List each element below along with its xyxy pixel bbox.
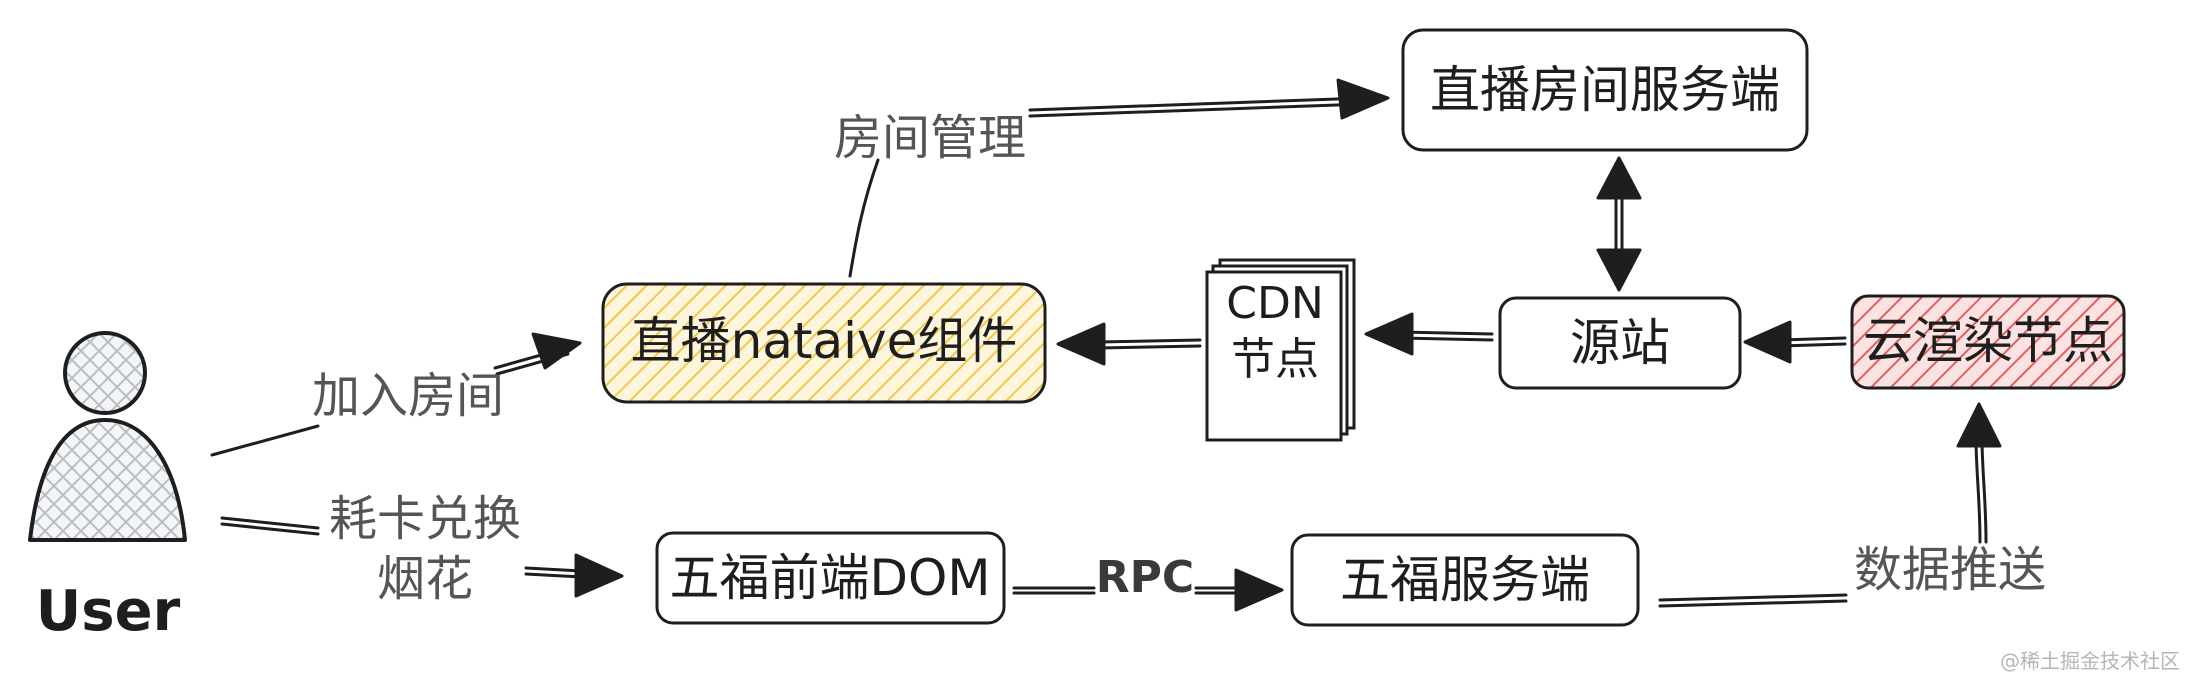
room-management-label: 房间管理 (834, 110, 1026, 166)
wufu-server-node: 五福服务端 (1290, 533, 1640, 627)
wufu-server-label: 五福服务端 (1340, 551, 1590, 609)
exchange-connector (220, 516, 624, 598)
watermark: @稀土掘金技术社区 (2000, 649, 2180, 673)
user-label: User (36, 579, 181, 644)
live-room-server-node: 直播房间服务端 (1401, 28, 1809, 152)
cdn-label-line1: CDN (1226, 278, 1324, 329)
wufu-frontend-node: 五福前端DOM (655, 531, 1006, 625)
cdn-to-component-connector (1056, 322, 1202, 366)
cloud-to-origin-connector (1743, 320, 1847, 364)
room-management-connector (848, 78, 1390, 278)
exchange-label-line2: 烟花 (377, 551, 473, 607)
live-room-server-label: 直播房间服务端 (1430, 61, 1780, 119)
live-component-label: 直播nataive组件 (631, 312, 1018, 370)
live-component-node: 直播nataive组件 (601, 282, 1047, 404)
origin-label: 源站 (1570, 314, 1670, 372)
wufu-frontend-label: 五福前端DOM (670, 549, 991, 607)
rpc-label: RPC (1096, 552, 1194, 603)
origin-server-bidirectional-connector (1596, 156, 1642, 292)
exchange-label-line1: 耗卡兑换 (329, 491, 521, 547)
cdn-label-line2: 节点 (1231, 334, 1319, 385)
cdn-node: CDN 节点 (1205, 258, 1356, 442)
origin-to-cdn-connector (1364, 312, 1494, 356)
rpc-connector (1012, 568, 1284, 612)
join-room-connector (210, 332, 582, 457)
user-actor-icon (28, 331, 187, 542)
origin-node: 源站 (1498, 296, 1742, 390)
data-push-connector (1658, 402, 2002, 608)
data-push-label: 数据推送 (1854, 542, 2046, 598)
cloud-render-node: 云渲染节点 (1850, 294, 2126, 390)
join-room-label: 加入房间 (312, 368, 504, 424)
cloud-render-label: 云渲染节点 (1863, 312, 2113, 370)
